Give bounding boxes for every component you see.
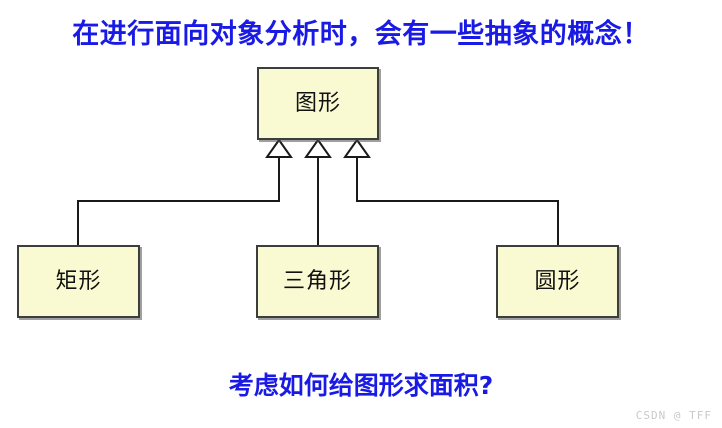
class-box-triangle[interactable]: 三角形: [256, 245, 379, 318]
class-box-circle[interactable]: 圆形: [496, 245, 619, 318]
class-box-label: 圆形: [534, 268, 581, 294]
watermark-label: CSDN @ TFF: [635, 409, 712, 422]
class-box-label: 三角形: [282, 268, 352, 294]
footer-question: 考虑如何给图形求面积?: [228, 371, 494, 400]
class-box-parent[interactable]: 图形: [257, 67, 379, 140]
page-title: 在进行面向对象分析时，会有一些抽象的概念！: [72, 19, 650, 50]
connector-to-rectangle: [77, 157, 280, 245]
class-box-label: 图形: [294, 90, 341, 116]
generalization-arrow-icon: [343, 138, 371, 158]
connector-to-circle: [356, 157, 559, 245]
class-box-label: 矩形: [55, 268, 102, 294]
class-box-rectangle[interactable]: 矩形: [17, 245, 140, 318]
generalization-arrow-icon: [265, 138, 293, 158]
generalization-arrow-icon: [304, 138, 332, 158]
